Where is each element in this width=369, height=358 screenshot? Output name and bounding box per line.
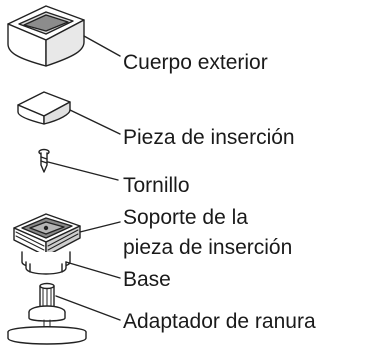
insert-holder-illustration xyxy=(13,213,81,257)
label-base: Base xyxy=(123,268,171,291)
slot-adapter-leader-line xyxy=(55,295,121,321)
slot-adapter-illustration xyxy=(7,282,87,345)
screw-illustration xyxy=(38,148,50,173)
base-leader-line xyxy=(65,261,121,279)
screw-leader-line xyxy=(47,161,119,181)
insert-piece-leader-line xyxy=(69,109,121,135)
label-screw: Tornillo xyxy=(123,174,190,197)
base-illustration xyxy=(21,251,71,275)
outer-body-illustration xyxy=(7,5,85,67)
insert-holder-leader-line xyxy=(79,221,121,233)
label-insert-piece: Pieza de inserción xyxy=(123,126,295,149)
outer-body-leader-line xyxy=(83,35,121,57)
label-insert-holder-line2: pieza de inserción xyxy=(123,236,293,259)
label-insert-holder-line1: Soporte de la xyxy=(123,206,248,229)
label-outer-body: Cuerpo exterior xyxy=(123,51,268,74)
label-slot-adapter: Adaptador de ranura xyxy=(123,310,316,333)
insert-piece-illustration xyxy=(17,91,71,125)
